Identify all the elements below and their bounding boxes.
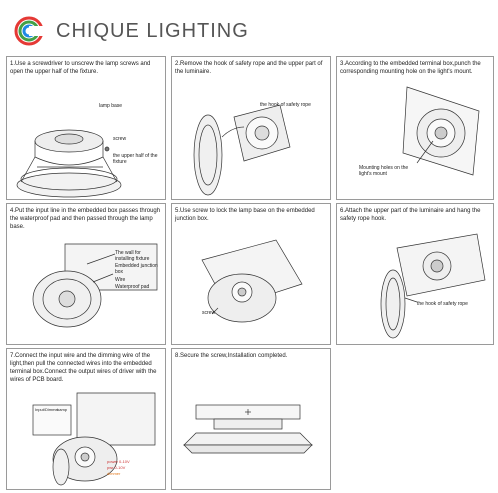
brand-logo-icon xyxy=(14,16,44,46)
step-6-illustration xyxy=(380,233,486,339)
step-2-illustration xyxy=(193,104,291,196)
step-6-label-hook: the hook of safety rope xyxy=(417,301,468,307)
step-6-caption: 6.Attach the upper part of the luminaire… xyxy=(340,208,481,222)
step-7-caption: 7.Connect the input wire and the dimming… xyxy=(10,353,157,383)
step-4-panel: 4.Put the input line in the embedded box… xyxy=(6,203,166,345)
step-3-caption: 3.According to the embedded terminal box… xyxy=(340,61,481,75)
brand-name: CHIQUE LIGHTING xyxy=(56,20,249,42)
step-7-label-pwr: pwr 0-10V xyxy=(107,465,126,470)
step-7-label-dimmer: dimmer xyxy=(107,471,121,476)
step-7-label-power: power 0-10V xyxy=(107,459,130,464)
step-1-label-screw: screw xyxy=(113,136,127,142)
step-4-label-wire: Wire xyxy=(115,277,126,283)
header: CHIQUE LIGHTING xyxy=(0,0,498,46)
step-3-illustration xyxy=(402,86,480,176)
step-4-label-junction-box: Embedded junction box xyxy=(115,263,158,275)
step-4-caption: 4.Put the input line in the embedded box… xyxy=(10,208,161,230)
step-1-panel: 1.Use a screwdriver to unscrew the lamp … xyxy=(6,56,166,200)
step-2-panel: 2.Remove the hook of safety rope and the… xyxy=(171,56,331,200)
step-1-caption: 1.Use a screwdriver to unscrew the lamp … xyxy=(10,61,151,75)
step-1-illustration xyxy=(16,129,122,198)
step-6-panel: 6.Attach the upper part of the luminaire… xyxy=(336,203,494,345)
step-4-label-wall: The wall for installing fixture xyxy=(115,250,150,262)
step-5-label-screw: screw xyxy=(202,310,216,316)
step-5-illustration xyxy=(201,239,303,323)
step-8-caption: 8.Secure the screw,Installation complete… xyxy=(175,353,288,359)
step-2-caption: 2.Remove the hook of safety rope and the… xyxy=(175,61,323,75)
step-7-illustration xyxy=(32,392,156,486)
step-7-panel: 7.Connect the input wire and the dimming… xyxy=(6,348,166,490)
step-1-label-upper-half: the upper half of the fixture xyxy=(113,153,158,165)
step-1-label-lamp-base: lamp base xyxy=(99,103,123,109)
step-4-illustration xyxy=(32,243,158,328)
step-3-label-mounting-holes: Mounting holes on the light's mount xyxy=(359,165,409,177)
step-2-label-hook: the hook of safety rope xyxy=(260,102,311,108)
step-4-label-waterproof-pad: Waterproof pad xyxy=(115,284,150,290)
step-5-caption: 5.Use screw to lock the lamp base on the… xyxy=(175,208,315,222)
step-8-illustration xyxy=(183,404,313,454)
step-7-label-input-dimmer: Input/Dimmer xyxy=(35,407,60,412)
step-3-panel: 3.According to the embedded terminal box… xyxy=(336,56,494,200)
step-5-panel: 5.Use screw to lock the lamp base on the… xyxy=(171,203,331,345)
step-8-panel: 8.Secure the screw,Installation complete… xyxy=(171,348,331,490)
step-7-label-lamp: Lamp xyxy=(57,407,68,412)
